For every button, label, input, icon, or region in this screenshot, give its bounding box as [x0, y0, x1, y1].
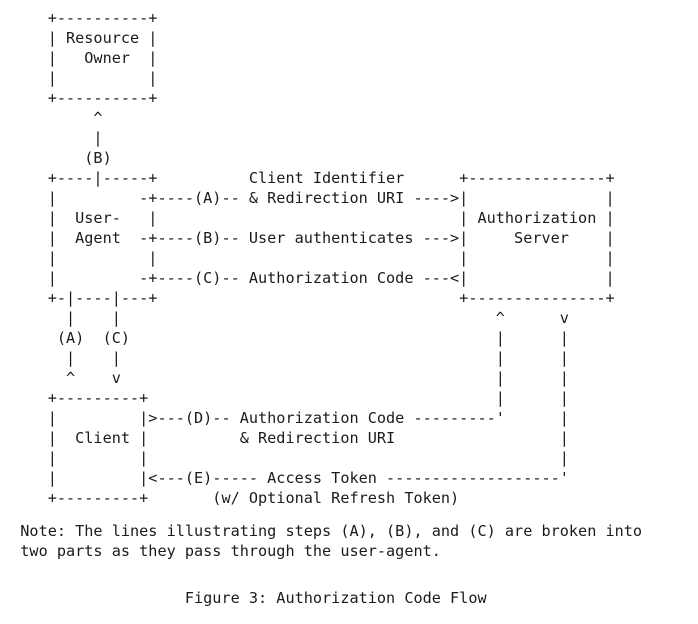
figure-note-line-1: Note: The lines illustrating steps (A), …: [2, 522, 643, 540]
ascii-art-diagram: +----------+ | Resource | | Owner | | | …: [47, 9, 615, 507]
figure-note-line-2: two parts as they pass through the user-…: [2, 542, 441, 560]
figure-note: Note: The lines illustrating steps (A), …: [2, 521, 642, 561]
figure-caption: Figure 3: Authorization Code Flow: [2, 589, 487, 607]
